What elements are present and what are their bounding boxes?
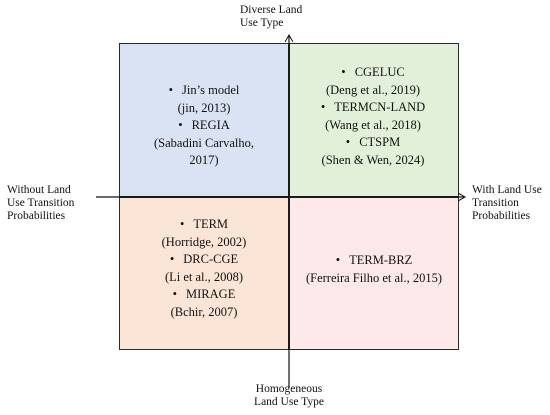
top-axis-label: Diverse Land Use Type [240,4,302,30]
model-citation-mirage: (Bchir, 2007) [170,304,238,319]
bottom-axis-label: Homogeneous Land Use Type [226,383,352,409]
model-name-term: TERM [99,216,309,234]
quadrant-bottom-right [289,197,459,350]
model-citation-regia-line-2: 2017) [189,153,219,167]
model-citation-regia-line-1: (Sabadini Carvalho, [154,135,254,150]
right-axis-label: With Land Use Transition Probabilities [472,184,542,223]
right-axis-label-line-2: Transition [472,197,519,209]
left-axis-label-line-1: Without Land [7,184,71,196]
model-citation-termcn-land: (Wang et al., 2018) [325,117,421,132]
model-name-term-brz: TERM-BRZ [269,252,479,270]
top-right-model-list: CGELUC (Deng et al., 2019) TERMCN-LAND (… [268,64,478,169]
model-name-cgeluc: CGELUC [268,64,478,82]
model-name-ctspm: CTSPM [268,134,478,152]
model-citation-jins-model: (jin, 2013) [177,100,231,115]
model-citation-term-brz: (Ferreira Filho et al., 2015) [305,270,443,285]
right-axis-label-line-1: With Land Use [472,184,542,196]
model-citation-term: (Horridge, 2002) [161,234,247,249]
model-name-termcn-land: TERMCN-LAND [268,99,478,117]
bottom-left-model-list: TERM (Horridge, 2002) DRC-CGE (Li et al.… [99,216,309,321]
bottom-right-model-list: TERM-BRZ (Ferreira Filho et al., 2015) [269,252,479,287]
model-citation-cgeluc: (Deng et al., 2019) [325,82,421,97]
left-axis-label-line-2: Use Transition [7,197,75,209]
left-axis-label: Without Land Use Transition Probabilitie… [7,184,74,223]
top-axis-label-line-1: Diverse Land [240,4,303,16]
top-left-model-list: Jin’s model (jin, 2013) REGIA (Sabadini … [99,82,309,170]
model-citation-drc-cge: (Li et al., 2008) [164,269,244,284]
model-name-regia: REGIA [99,117,309,135]
model-citation-ctspm: (Shen & Wen, 2024) [321,152,425,167]
bottom-axis-label-line-1: Homogeneous [255,383,323,395]
left-axis-label-line-3: Probabilities [7,210,66,222]
bottom-axis-label-line-2: Land Use Type [254,396,324,408]
right-axis-label-line-3: Probabilities [472,210,531,222]
model-name-jins-model: Jin’s model [99,82,309,100]
top-axis-label-line-2: Use Type [240,17,284,29]
model-name-mirage: MIRAGE [99,286,309,304]
model-name-drc-cge: DRC-CGE [99,251,309,269]
